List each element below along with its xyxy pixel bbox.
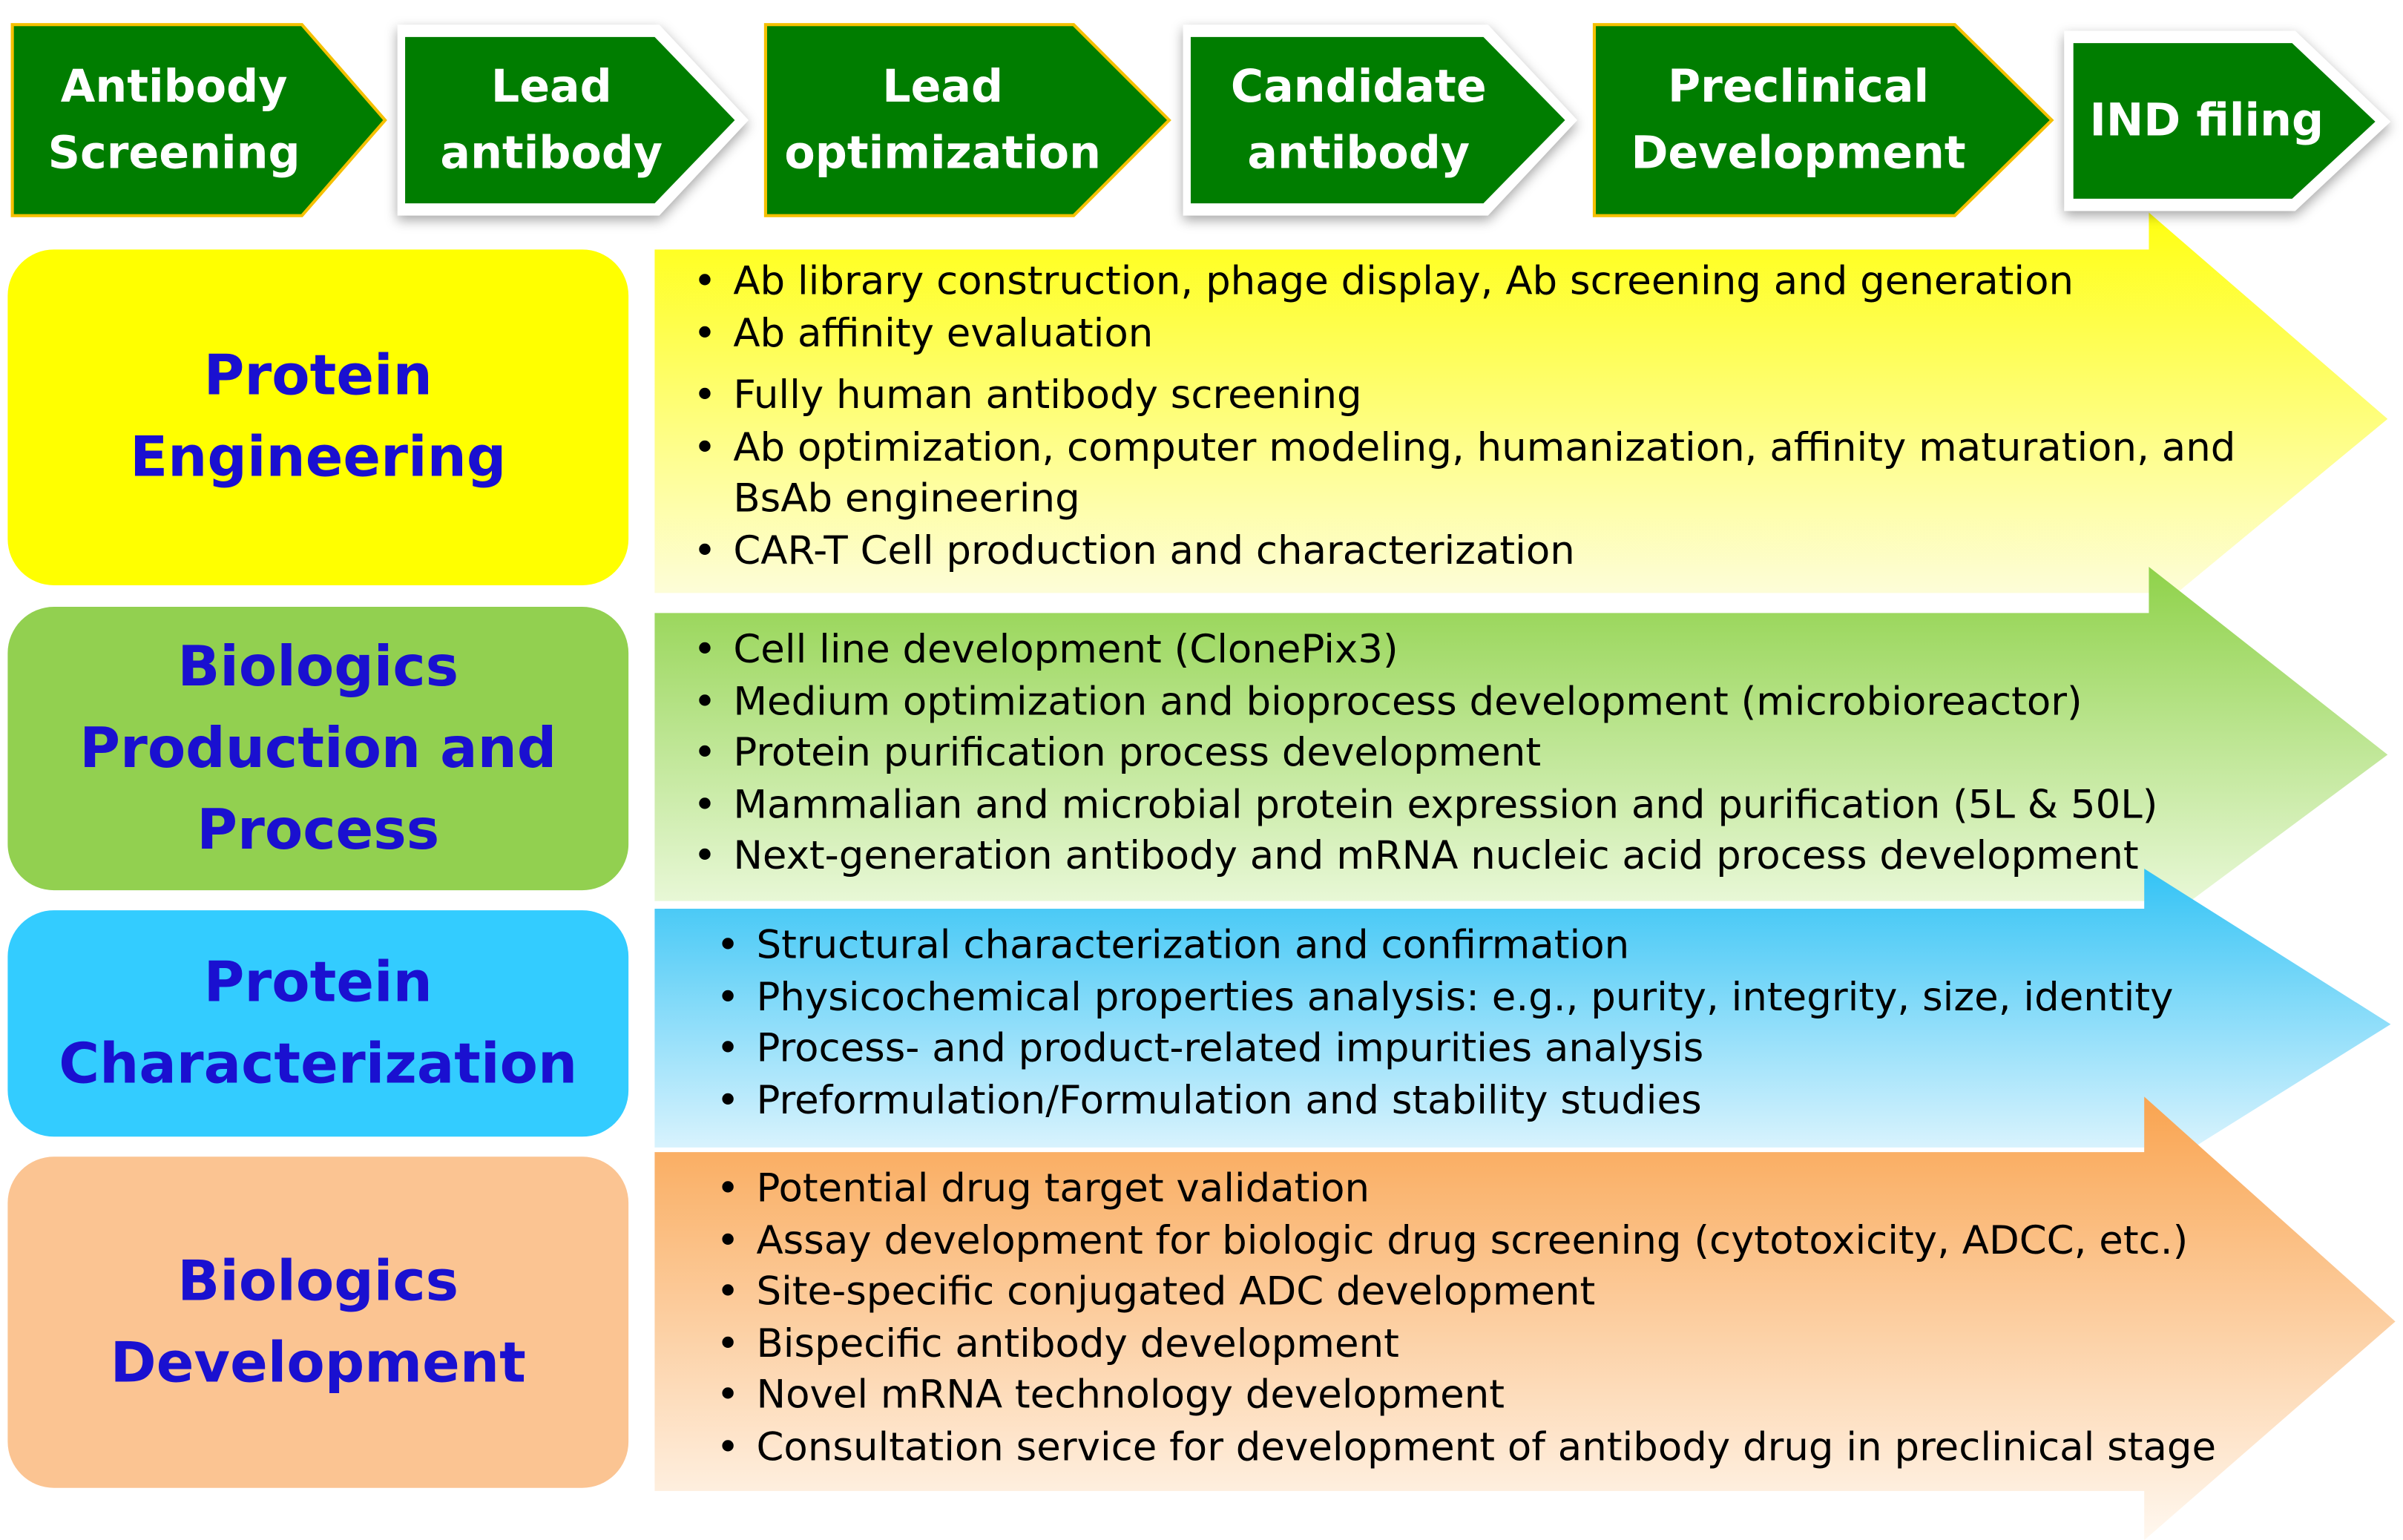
service-item: CAR-T Cell production and characterizati… — [690, 526, 2246, 578]
service-item: Bispecific antibody development — [713, 1319, 2330, 1371]
service-item: Mammalian and microbial protein expressi… — [690, 780, 2307, 832]
service-item: Ab library construction, phage display, … — [690, 257, 2246, 309]
category-protein-characterization: Protein Characterization — [7, 910, 629, 1137]
stage-chevron-candidate-antibody: Candidate antibody — [1183, 24, 1584, 217]
biologics-production-services: Cell line development (ClonePix3) Medium… — [690, 625, 2307, 883]
stage-chevron-antibody-screening: Antibody Screening — [10, 23, 390, 217]
service-item: Process- and product-related impurities … — [713, 1024, 2330, 1076]
category-biologics-development: Biologics Development — [7, 1156, 629, 1488]
service-item: Physicochemical properties analysis: e.g… — [713, 973, 2330, 1024]
service-item: Protein purification process development — [690, 728, 2307, 780]
stage-label: IND filing — [2089, 93, 2324, 147]
service-item: Consultation service for development of … — [713, 1422, 2330, 1474]
service-item: Ab affinity evaluation — [690, 309, 2246, 361]
stage-label: Preclinical Development — [1631, 59, 1966, 179]
stage-label: Antibody Screening — [47, 59, 300, 179]
protein-characterization-services: Structural characterization and confirma… — [713, 921, 2330, 1128]
service-item: Site-specific conjugated ADC development — [713, 1268, 2330, 1320]
category-protein-engineering: Protein Engineering — [7, 249, 629, 585]
service-item: Ab optimization, computer modeling, huma… — [690, 423, 2246, 526]
service-item: Novel mRNA technology development — [713, 1371, 2330, 1423]
biologics-development-services: Potential drug target validation Assay d… — [713, 1165, 2330, 1474]
stage-label: Candidate antibody — [1230, 59, 1487, 179]
stage-chevron-lead-antibody: Lead antibody — [397, 24, 755, 217]
stage-label: Lead optimization — [784, 59, 1102, 179]
service-item: Structural characterization and confirma… — [713, 921, 2330, 973]
stage-chevron-ind-filing: IND filing — [2064, 30, 2395, 213]
service-item: Preformulation/Formulation and stability… — [713, 1076, 2330, 1128]
service-item: Potential drug target validation — [713, 1165, 2330, 1217]
service-item: Medium optimization and bioprocess devel… — [690, 677, 2307, 729]
category-biologics-production: Biologics Production and Process — [7, 607, 629, 891]
service-item: Assay development for biologic drug scre… — [713, 1216, 2330, 1268]
stage-chevron-lead-optimization: Lead optimization — [763, 23, 1174, 217]
protein-engineering-services: Ab library construction, phage display, … — [690, 257, 2246, 578]
service-item: Fully human antibody screening — [690, 371, 2246, 423]
service-item: Next-generation antibody and mRNA nuclei… — [690, 832, 2307, 883]
service-item: Cell line development (ClonePix3) — [690, 625, 2307, 677]
stage-label: Lead antibody — [440, 59, 663, 179]
stage-chevron-preclinical-development: Preclinical Development — [1592, 23, 2057, 217]
